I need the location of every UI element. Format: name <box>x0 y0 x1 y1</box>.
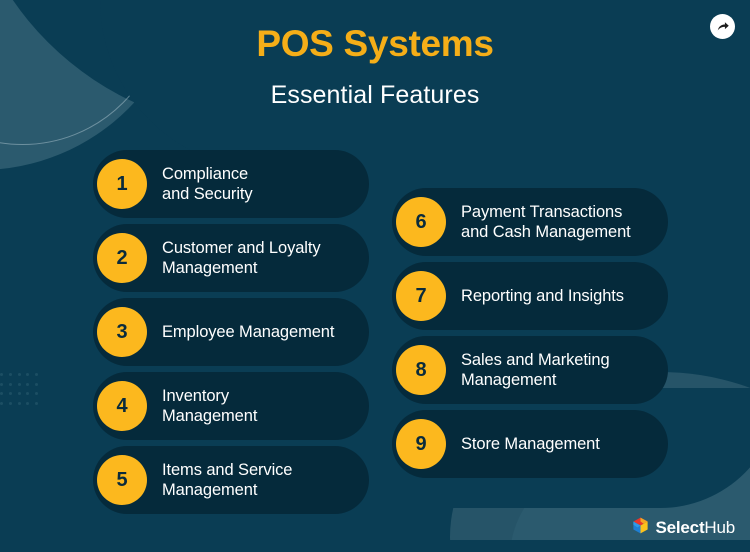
feature-label: Store Management <box>461 434 600 453</box>
feature-number-badge: 2 <box>97 233 147 283</box>
feature-list-left: 1 Compliance and Security 2 Customer and… <box>93 150 369 520</box>
feature-label: Customer and Loyalty Management <box>162 238 321 277</box>
feature-label: Sales and Marketing Management <box>461 350 610 389</box>
feature-list-right: 6 Payment Transactions and Cash Manageme… <box>392 188 668 484</box>
feature-item[interactable]: 5 Items and Service Management <box>93 446 369 514</box>
page-title: POS Systems <box>256 23 494 64</box>
feature-number-badge: 7 <box>396 271 446 321</box>
decorative-bottom-strip <box>0 540 750 552</box>
feature-item[interactable]: 7 Reporting and Insights <box>392 262 668 330</box>
feature-item[interactable]: 4 Inventory Management <box>93 372 369 440</box>
brand-logo-text: SelectHub <box>655 518 736 538</box>
selecthub-cube-icon <box>631 516 650 540</box>
feature-number-badge: 3 <box>97 307 147 357</box>
feature-item[interactable]: 6 Payment Transactions and Cash Manageme… <box>392 188 668 256</box>
feature-item[interactable]: 2 Customer and Loyalty Management <box>93 224 369 292</box>
header: POS Systems Essential Features <box>0 23 750 110</box>
brand-name-primary: Select <box>655 518 705 537</box>
feature-item[interactable]: 3 Employee Management <box>93 298 369 366</box>
share-arrow-icon <box>716 20 730 34</box>
feature-label: Payment Transactions and Cash Management <box>461 202 631 241</box>
feature-item[interactable]: 1 Compliance and Security <box>93 150 369 218</box>
feature-label: Items and Service Management <box>162 460 293 499</box>
feature-label: Inventory Management <box>162 386 258 425</box>
feature-number-badge: 6 <box>396 197 446 247</box>
feature-label: Reporting and Insights <box>461 286 624 305</box>
feature-label: Compliance and Security <box>162 164 253 203</box>
feature-number-badge: 1 <box>97 159 147 209</box>
share-button[interactable] <box>710 14 735 39</box>
feature-number-badge: 9 <box>396 419 446 469</box>
brand-name-secondary: Hub <box>704 518 735 537</box>
feature-number-badge: 8 <box>396 345 446 395</box>
feature-number-badge: 4 <box>97 381 147 431</box>
feature-label: Employee Management <box>162 322 335 341</box>
brand-logo[interactable]: SelectHub <box>631 516 735 540</box>
feature-number-badge: 5 <box>97 455 147 505</box>
feature-item[interactable]: 8 Sales and Marketing Management <box>392 336 668 404</box>
decorative-dot-grid <box>0 373 44 411</box>
feature-item[interactable]: 9 Store Management <box>392 410 668 478</box>
page-subtitle: Essential Features <box>270 80 480 109</box>
